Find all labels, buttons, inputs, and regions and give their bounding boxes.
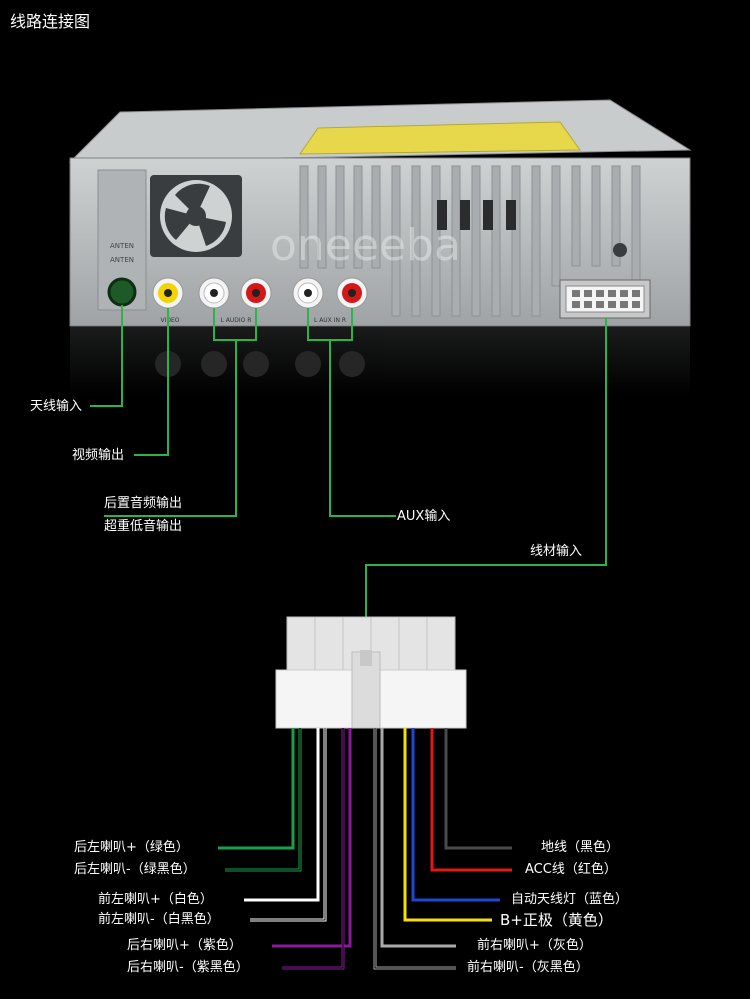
aux-port-text: L AUX IN R (314, 317, 346, 324)
wire-label-rear-right-minus: 后右喇叭-（紫黑色） (127, 960, 249, 975)
leader-lines (90, 305, 607, 632)
wire-acc (430, 728, 512, 872)
unit-harness-socket (559, 279, 651, 319)
wire-rear-left-plus (218, 728, 295, 850)
wire-auto-antenna (411, 728, 500, 902)
wire-front-right-minus (373, 728, 456, 970)
panel-reflection (70, 326, 690, 396)
wire-label-front-right-minus: 前右喇叭-（灰黑色） (467, 960, 589, 975)
wire-label-front-right-plus: 前右喇叭+（灰色） (477, 938, 592, 953)
leader-antenna (90, 305, 123, 407)
label-subwoofer-output: 超重低音输出 (104, 519, 183, 534)
rca-aux-right-jack (336, 277, 368, 309)
label-aux-input: AUX输入 (397, 509, 451, 524)
antenna-jack (107, 277, 137, 307)
page-title: 线路连接图 (10, 12, 91, 31)
rca-audio-right-jack (240, 277, 272, 309)
label-rear-audio-output: 后置音频输出 (104, 496, 183, 511)
wire-label-front-left-plus: 前左喇叭+（白色） (98, 892, 213, 907)
rca-aux-left-jack (292, 277, 324, 309)
wire-label-rear-left-plus: 后左喇叭+（绿色） (74, 840, 189, 855)
video-port-text: VIDEO (160, 317, 179, 324)
wire-label-b-plus: B+正极（黄色） (500, 911, 613, 929)
head-unit-back-panel: ANTEN ANTEN (68, 99, 692, 327)
wire-label-ground: 地线（黑色） (541, 840, 620, 855)
wire-rear-right-plus (272, 728, 352, 948)
watermark-text: oneeeba (270, 220, 461, 271)
wire-label-rear-right-plus: 后右喇叭+（紫色） (127, 938, 242, 953)
leader-video (134, 308, 169, 456)
wire-label-rear-left-minus: 后左喇叭-（绿黑色） (74, 862, 196, 877)
label-antenna-input: 天线输入 (30, 399, 83, 414)
antenna-label-text-1: ANTEN (110, 242, 134, 250)
wire-label-acc: ACC线（红色） (525, 862, 617, 877)
wire-label-front-left-minus: 前左喇叭-（白黑色） (98, 912, 220, 927)
label-video-output: 视频输出 (72, 448, 125, 463)
antenna-label-text-2: ANTEN (110, 256, 134, 264)
fan-icon (150, 175, 242, 257)
wires (218, 728, 512, 970)
rca-video-jack (152, 277, 184, 309)
wire-front-right-plus (380, 728, 456, 948)
wire-label-auto-antenna: 自动天线灯（蓝色） (511, 892, 629, 907)
harness-connector (275, 616, 467, 729)
label-harness-input: 线材输入 (530, 544, 583, 559)
wire-front-left-plus (244, 728, 320, 902)
audio-port-text: L AUDIO R (221, 317, 252, 324)
leader-harness (365, 318, 607, 632)
wire-front-left-minus (250, 728, 327, 922)
wire-b-plus (403, 728, 492, 922)
rca-audio-left-jack (198, 277, 230, 309)
wire-ground (444, 728, 512, 850)
